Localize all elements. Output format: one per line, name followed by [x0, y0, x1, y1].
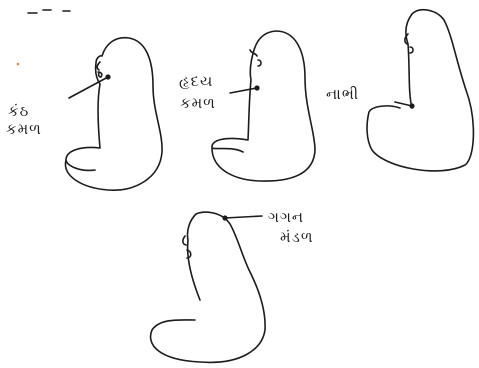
heart-lotus-label-line-1: હૃદય — [179, 72, 213, 91]
crown-label-line-2: મંડળ — [280, 228, 314, 247]
seated-figure-outline — [65, 38, 162, 191]
throat-point — [105, 74, 110, 79]
pointer-line — [395, 102, 412, 106]
figure-heart-lotus — [212, 31, 315, 181]
crown-label-line-1: ગગન — [268, 208, 304, 227]
navel-point — [409, 103, 414, 108]
nose-mark — [97, 62, 100, 70]
throat-lotus-label-line-1: કંઠ — [8, 102, 29, 121]
pointer-line — [230, 88, 257, 93]
pointer-line — [69, 77, 108, 98]
crown-point — [222, 215, 227, 220]
face-mark — [183, 236, 191, 258]
mouth-mark — [98, 72, 102, 77]
pointer-line — [225, 216, 262, 218]
navel-label: નાભી — [326, 85, 359, 104]
seated-figure-outline — [151, 212, 266, 362]
figure-throat-lotus — [65, 38, 162, 191]
stray-pen-marks — [17, 10, 70, 65]
figure-navel — [367, 10, 473, 171]
throat-lotus-label-line-2: કમળ — [6, 120, 42, 139]
seated-figure-outline — [367, 10, 473, 171]
figure-crown — [151, 212, 266, 362]
seated-figure-outline — [212, 31, 315, 181]
heart-point — [254, 85, 259, 90]
heart-lotus-label-line-2: કમળ — [180, 94, 216, 113]
